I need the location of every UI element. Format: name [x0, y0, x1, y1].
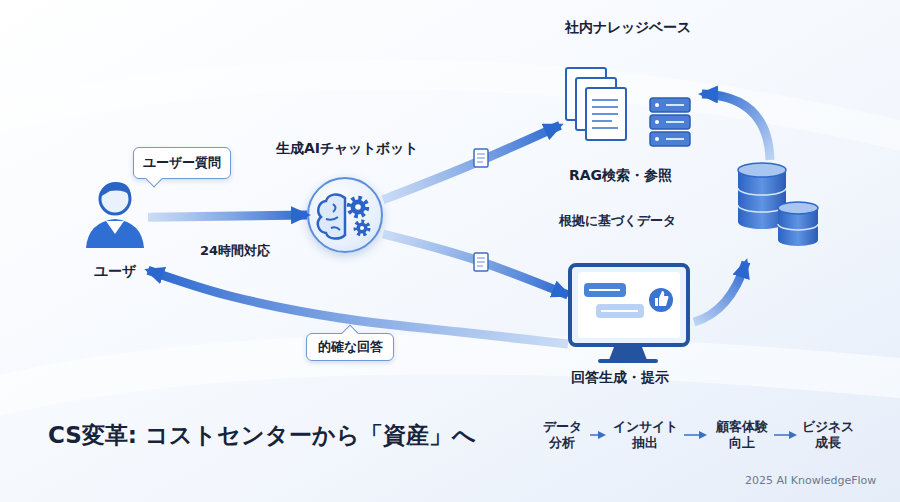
brain-gear-icon: [351, 200, 366, 215]
document-icon: [474, 253, 488, 271]
chatbot-node: 生成AIチャットボット: [307, 177, 383, 253]
server-icon: [666, 105, 684, 139]
background-swoosh: [0, 75, 900, 400]
monitor-icon: [570, 265, 688, 345]
document-stack-icon: [576, 78, 616, 130]
document-icon: [477, 258, 485, 266]
brain-gear-icon: [357, 223, 368, 234]
monitor-icon: [601, 310, 638, 312]
answer-bubble: 的確な回答: [306, 333, 394, 361]
document-stack-icon: [566, 68, 606, 120]
process-step-arrow: [774, 434, 795, 436]
process-step-arrow: [590, 434, 604, 436]
knowledge-base-title: 社内ナレッジベース: [525, 18, 730, 36]
process-step: インサイト 抽出: [610, 419, 680, 452]
data-flow-arrow: [694, 262, 746, 322]
brain-gear-icon: [344, 198, 346, 235]
monitor-icon: [570, 265, 688, 363]
monitor-icon: [589, 289, 620, 291]
background-swoosh: [0, 354, 900, 400]
database-icon: [738, 163, 786, 177]
monitor-icon: [584, 283, 626, 297]
brain-gear-icon: [331, 227, 340, 230]
database-icon: [778, 224, 818, 230]
brain-gear-icon: [326, 217, 338, 220]
flow-arrow: [383, 125, 560, 199]
data-note: 根拠に基づくデータ: [552, 213, 682, 229]
database-icon: [738, 163, 818, 246]
monitor-icon: [609, 347, 647, 360]
server-icon: [655, 103, 659, 107]
monitor-icon: [655, 291, 669, 306]
brain-gear-icon: [318, 194, 345, 238]
process-step: データ 分析: [537, 419, 587, 452]
process-step: ビジネス 成長: [799, 419, 857, 452]
brain-gear-icon: [356, 222, 369, 235]
server-icon: [650, 115, 690, 129]
brain-gear-icon: [333, 204, 336, 212]
document-icon: [474, 149, 488, 271]
chatbot-title: 生成AIチャットボット: [239, 139, 455, 157]
rag-label: RAG検索・参照: [518, 166, 723, 184]
monitor-icon: [578, 272, 680, 338]
server-icon: [655, 137, 659, 141]
user-icon: [86, 182, 144, 248]
user-icon: [106, 221, 124, 234]
watermark: 2025 AI KnowledgeFlow: [745, 474, 875, 488]
answer-label: 回答生成・提示: [530, 368, 710, 386]
user-label: ユーザ: [72, 262, 158, 280]
document-stack-icon: [586, 88, 626, 140]
flow-arrow: [148, 215, 307, 217]
process-step-arrow: [684, 434, 705, 436]
answer-monitor-node: 回答生成・提示: [568, 262, 688, 362]
server-icon: [650, 132, 690, 146]
brain-gear-icon: [360, 226, 364, 230]
database-icon: [778, 202, 818, 214]
diagram-title: CS変革: コストセンターから「資産」へ: [48, 421, 568, 450]
monitor-icon: [598, 359, 658, 363]
user-icon: [100, 182, 131, 197]
bubble-text: ユーザー質問: [134, 148, 230, 178]
monitor-icon: [649, 288, 673, 312]
user-icon: [100, 184, 130, 214]
brain-gear-icon: [349, 198, 367, 216]
user-icon: [86, 219, 144, 248]
data-flow-arrow: [702, 94, 770, 160]
user-node: ユーザ: [82, 182, 148, 280]
server-icon: [650, 98, 690, 112]
process-step-arrow: [590, 434, 795, 436]
flow-arrow: [383, 234, 568, 295]
server-icon: [650, 98, 690, 146]
brain-gear-icon: [355, 204, 361, 210]
document-stack-icon: [566, 68, 626, 140]
speech-bubble: ユーザー質問: [133, 147, 231, 179]
knowledge-base-node: 社内ナレッジベースRAG検索・参照: [560, 62, 695, 150]
server-icon: [655, 120, 659, 124]
document-icon: [474, 149, 488, 167]
brain-gear-icon: [318, 194, 369, 238]
document-stack-icon: [592, 100, 618, 128]
document-icon: [477, 154, 485, 162]
edge-label: 24時間対応: [190, 243, 280, 259]
process-step: 顧客体験 向上: [713, 419, 771, 452]
monitor-icon: [596, 304, 644, 318]
database-icon: [738, 188, 786, 195]
